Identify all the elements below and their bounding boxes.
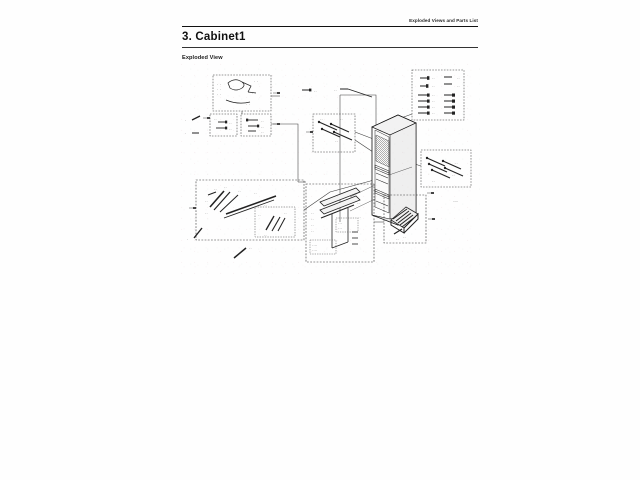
svg-text:·: · [252,92,253,95]
loose-part-upper-a: ·· [302,88,317,93]
svg-text:··: ·· [357,202,360,205]
svg-text:··: ·· [358,216,361,219]
svg-text:···: ··· [338,222,342,225]
svg-text:··: ·· [396,238,399,241]
svg-text:···: ··· [338,227,342,230]
svg-text:··: ·· [254,192,257,195]
label-box-a: ··· ··· [335,217,359,233]
cabinet-body [349,114,417,226]
svg-text:··: ·· [229,128,232,131]
loose-part-left-a: · [185,115,211,122]
svg-text:··: ·· [452,174,455,177]
callout-lower-left-sub: ·· ·· ·· [254,206,296,238]
svg-text:· ·: · · [246,103,250,106]
page-header: Exploded Views and Parts List [182,18,478,24]
loose-part-lower-b: ·· [233,247,252,259]
callout-lower-left: ···· ···· ···· ·· ···· ·· [188,179,305,241]
loose-parts: ·· ·· · · · [185,88,373,259]
svg-text:··: ·· [432,112,435,115]
svg-text:··: ·· [457,77,460,80]
svg-text:··: ·· [455,162,458,165]
header-title: Exploded Views and Parts List [409,17,478,23]
svg-text:··: ·· [238,190,241,193]
callout-lower-center: ···· ···· ···· ······ ········ [305,183,375,263]
callout-lower-right: ·· ·· [383,194,436,244]
svg-text:· ·: · · [217,88,221,91]
svg-text:·: · [185,119,186,122]
svg-text:··: ·· [432,100,435,103]
svg-text:····: ···· [312,244,317,247]
svg-text:··: ·· [340,118,343,121]
loose-part-upper-b: ·· [334,88,373,98]
svg-text:··: ·· [432,85,435,88]
header-rule [182,26,478,27]
svg-text:··: ·· [224,186,227,189]
svg-text:··: ·· [457,85,460,88]
svg-text:· ·: · · [254,80,258,83]
svg-text:·: · [187,238,188,241]
callout-mid-center: ·· ·· ·· [305,113,356,153]
title-underline [182,47,478,48]
svg-text:··: ·· [205,200,208,203]
svg-text:··: ·· [264,234,267,237]
svg-text:··: ·· [264,204,267,207]
svg-text:··: ·· [261,126,264,129]
svg-text:··: ·· [311,212,314,215]
label-box-b: ···· ···· [309,239,337,255]
svg-text:····: ···· [312,249,317,252]
svg-text:··: ·· [249,247,252,250]
svg-text:··: ·· [335,140,338,143]
svg-text:··: ·· [403,236,406,239]
callout-mid-left-b: ·· ·· ·· [240,113,281,137]
svg-text:··: ·· [432,77,435,80]
svg-text:··: ·· [205,212,208,215]
svg-text:··: ·· [261,131,264,134]
svg-text:· ·: · · [217,93,221,96]
svg-text:·—··: ·—·· [453,200,459,203]
svg-text:· ·: · · [217,83,221,86]
svg-text:··: ·· [229,122,232,125]
callout-mid-left-a: ·· ·· ·· [209,113,238,137]
svg-text:··: ·· [214,188,217,191]
svg-text:··: ·· [314,90,317,93]
callout-top-left: · · · · · · · · · · · [212,74,281,112]
callout-right-middle: ·· ·· ·· ·—·· [420,149,472,203]
svg-text:··: ·· [432,106,435,109]
svg-text:··: ·· [311,218,314,221]
page-title: 3. Cabinet1 [182,31,246,43]
exploded-view-diagram: · ·· · · ·· · ·· · [180,62,480,277]
svg-text:··: ·· [320,118,323,121]
callout-top-right: ·· ·· ·· ·· ·· ·· ·· ·· [411,69,465,121]
svg-text:··: ·· [432,94,435,97]
svg-text:··: ·· [311,224,314,227]
svg-text:··: ·· [258,214,261,217]
svg-text:··: ·· [311,230,314,233]
svg-text:··: ·· [432,180,435,183]
svg-text:·: · [185,132,186,135]
section-subtitle: Exploded View [182,55,223,61]
loose-part-lower-a: · [187,227,203,241]
loose-part-left-b: · [185,132,199,135]
svg-text:··: ·· [214,118,217,121]
svg-text:··: ·· [334,89,337,92]
svg-text:··: ·· [261,120,264,123]
svg-text:··: ·· [284,212,287,215]
